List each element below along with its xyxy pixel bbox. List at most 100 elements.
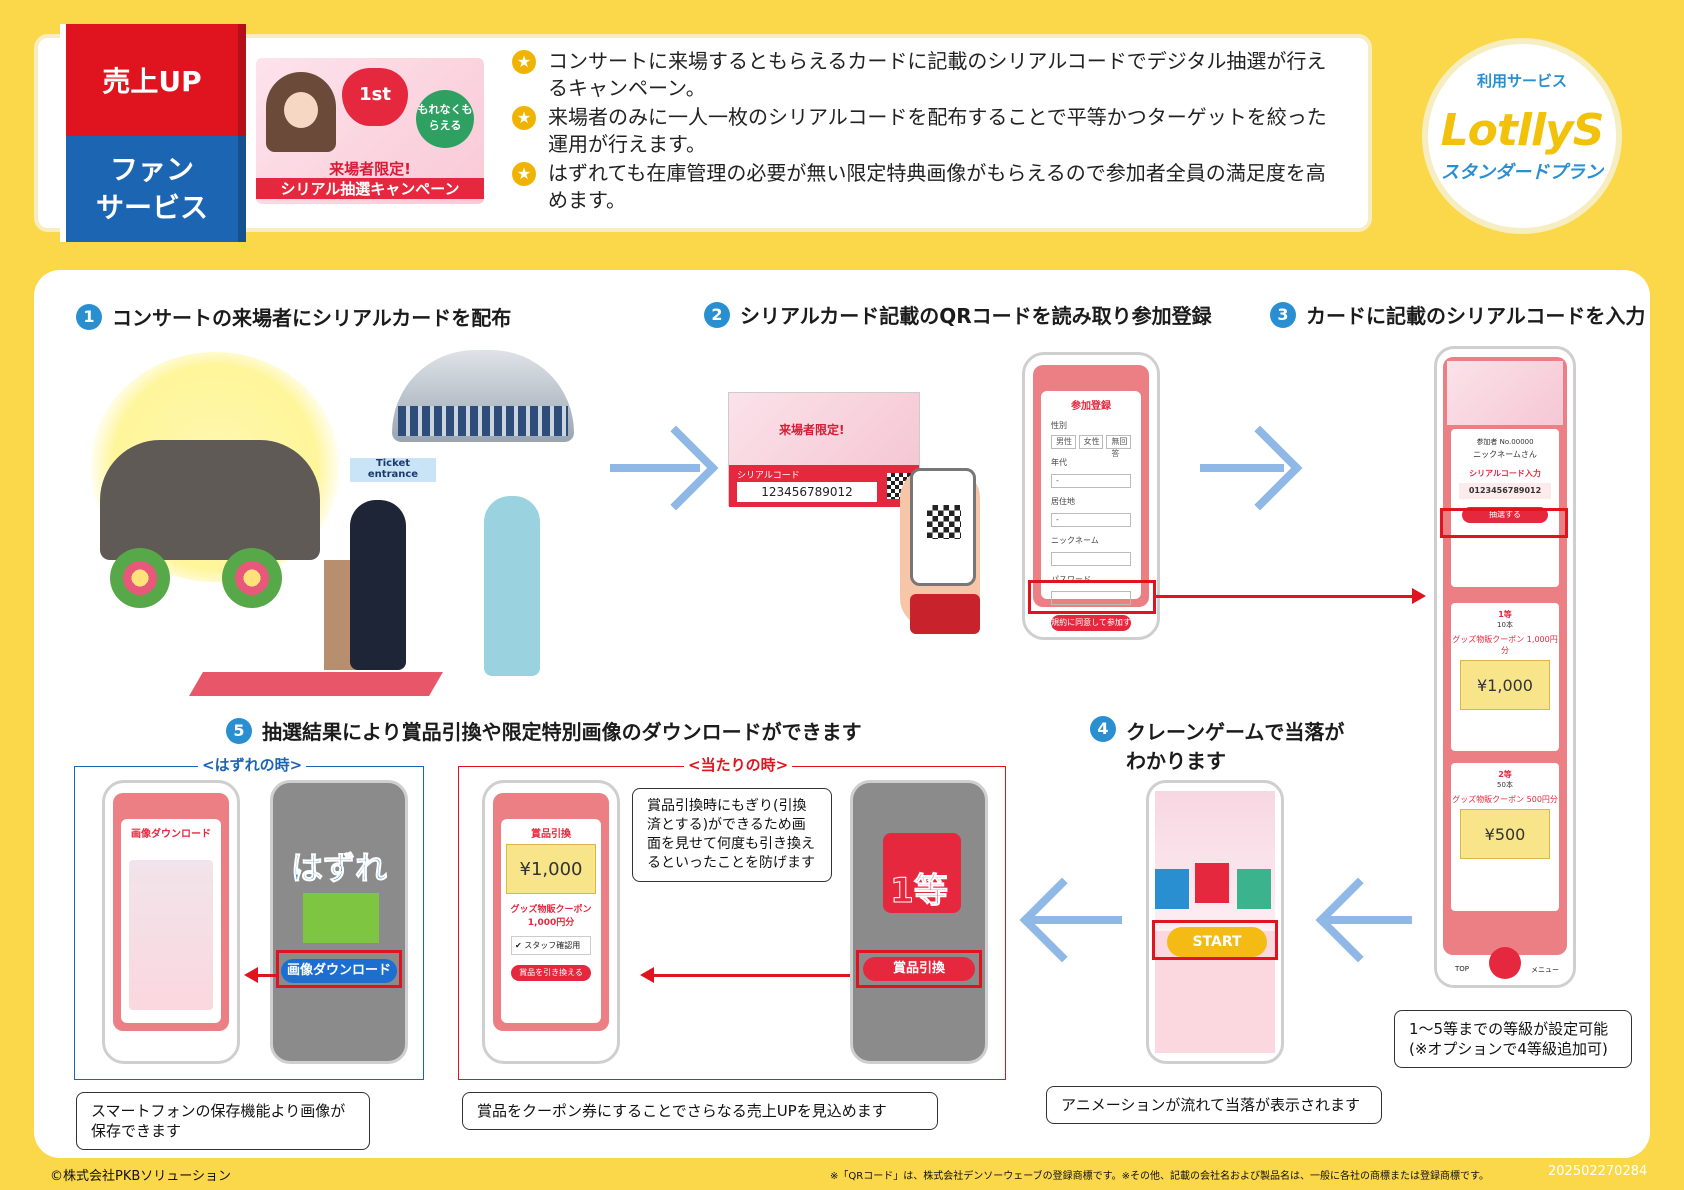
phone-screen: 参加登録 性別 男性 女性 無回答 年代 - 居住地 - ニックネーム パスワー…: [1033, 365, 1149, 637]
win-result-phone: 1等 賞品引換: [850, 780, 988, 1064]
prize-1-name: グッズ物販クーポン 1,000円分: [1452, 635, 1558, 655]
banner-line-1: 来場者限定!: [329, 160, 411, 178]
serial-label: シリアルコード: [737, 471, 800, 481]
brand-name: LotllyS: [1440, 105, 1605, 156]
download-title: 画像ダウンロード: [131, 829, 211, 840]
sales-up-tag: 売上UP: [60, 24, 238, 136]
step-title-line-2: わかります: [1126, 749, 1226, 773]
prize-2-name: グッズ物販クーポン 500円分: [1452, 795, 1558, 804]
document-id: 202502270284: [1548, 1164, 1648, 1179]
lose-frame-title: <はずれの時>: [198, 754, 307, 775]
gender-options: 男性 女性 無回答: [1051, 435, 1132, 458]
feature-item: ★コンサートに来場するともらえるカードに記載のシリアルコードでデジタル抽選が行え…: [512, 48, 1342, 102]
nickname-label: ニックネーム: [1051, 536, 1099, 545]
lotllys-logo: 利用サービス LotllyS スタンダードプラン: [1422, 38, 1622, 234]
star-icon: ★: [512, 106, 536, 130]
step-title-line-1: クレーンゲームで当落が: [1126, 720, 1345, 744]
plan-name: スタンダードプラン: [1441, 162, 1603, 183]
gender-option[interactable]: 男性: [1051, 435, 1076, 449]
arrow-line: [1200, 464, 1284, 472]
crane-background: [1155, 791, 1275, 931]
prize-box-icon: [1155, 869, 1189, 909]
trademark-note: ※「QRコード」は、株式会社デンソーウェーブの登録商標です。※その他、記載の会社…: [830, 1171, 1489, 1182]
prize-2-coupon: ¥500: [1459, 809, 1551, 859]
category-tag: 売上UP ファンサービス: [60, 24, 238, 242]
exchange-area: 賞品引換 ¥1,000 グッズ物販クーポン 1,000円分 ✔ スタッフ確認用 …: [501, 819, 601, 1023]
exchange-title: 賞品引換: [531, 829, 571, 840]
save-callout: スマートフォンの保存機能より画像が保存できます: [76, 1092, 370, 1150]
serial-card: 来場者限定! シリアルコード 123456789012: [728, 392, 920, 507]
flower-stand-icon: [110, 548, 170, 608]
start-button[interactable]: START: [1167, 927, 1267, 957]
residence-select[interactable]: -: [1051, 513, 1131, 527]
fan-service-tag: ファンサービス: [60, 136, 238, 242]
nickname-input[interactable]: [1051, 552, 1131, 566]
red-arrow-left-icon: [244, 967, 258, 983]
gift-icon[interactable]: [1489, 947, 1521, 979]
red-arrow-right-icon: [1412, 588, 1426, 604]
fan-service-line-2: サービス: [95, 191, 208, 224]
exchange-button[interactable]: 賞品を引き換える: [511, 965, 591, 981]
sign-line-1: Ticket: [375, 458, 411, 469]
prize-1-count: 10本: [1497, 621, 1513, 629]
prize-exchange-button[interactable]: 賞品引換: [863, 957, 975, 981]
image-download-button[interactable]: 画像ダウンロード: [281, 959, 397, 983]
staff-check[interactable]: ✔ スタッフ確認用: [511, 936, 591, 955]
red-connector: [258, 974, 276, 977]
step-number: 2: [704, 301, 730, 328]
prize-1-title: 1等: [1498, 610, 1512, 619]
step-title: カードに記載のシリアルコードを入力: [1306, 304, 1646, 328]
residence-label: 居住地: [1051, 497, 1075, 506]
first-prize-text: 1等: [890, 871, 949, 912]
form-area: 参加登録 性別 男性 女性 無回答 年代 - 居住地 - ニックネーム パスワー…: [1041, 391, 1141, 637]
member-number: 参加者 No.00000: [1476, 438, 1534, 446]
draw-button[interactable]: 抽選する: [1461, 507, 1549, 523]
phone-screen: 賞品引換 ¥1,000 グッズ物販クーポン 1,000円分 ✔ スタッフ確認用 …: [493, 793, 609, 1031]
audience-silhouette: [100, 440, 320, 560]
red-carpet: [189, 672, 443, 696]
feature-text: 来場者のみに一人一枚のシリアルコードを配布することで平等かつターゲットを絞った運…: [548, 105, 1327, 156]
gender-option[interactable]: 女性: [1078, 435, 1104, 449]
step-title: クレーンゲームで当落がわかります: [1126, 716, 1344, 774]
prize-box-icon: [1195, 863, 1229, 903]
heart-badge: 1st: [342, 68, 408, 126]
lose-result-phone: はずれ 画像ダウンロード: [270, 780, 408, 1064]
agree-submit-button[interactable]: 規約に同意して参加する: [1051, 615, 1131, 637]
special-image: [129, 860, 213, 1010]
exchange-callout: 賞品引換時にもぎり(引換済とする)ができるため画面を見せて何度も引き換えるといっ…: [632, 788, 832, 882]
gender-option[interactable]: 無回答: [1106, 435, 1132, 458]
prize-2-count: 50本: [1497, 781, 1513, 789]
feature-text: コンサートに来場するともらえるカードに記載のシリアルコードでデジタル抽選が行える…: [548, 49, 1327, 100]
nav-top[interactable]: TOP: [1455, 965, 1470, 973]
serial-input-label: シリアルコード入力: [1469, 469, 1541, 478]
step-number: 4: [1090, 716, 1116, 742]
serial-input-field[interactable]: 0123456789012: [1459, 483, 1551, 499]
registration-phone: 参加登録 性別 男性 女性 無回答 年代 - 居住地 - ニックネーム パスワー…: [1022, 352, 1160, 640]
prize-box-icon: [1237, 869, 1271, 909]
red-connector: [1156, 595, 1414, 598]
grades-callout: 1〜5等までの等級が設定可能(※オプションで4等級追加可): [1394, 1010, 1632, 1068]
download-area: 画像ダウンロード: [121, 819, 221, 1023]
age-select[interactable]: -: [1051, 474, 1131, 488]
highlight-box: [276, 950, 402, 988]
highlight-box: [1152, 920, 1278, 960]
animation-callout: アニメーションが流れて当落が表示されます: [1046, 1086, 1382, 1124]
step-4-heading: 4 クレーンゲームで当落がわかります: [1090, 716, 1344, 774]
prize-1-card: 1等 10本 グッズ物販クーポン 1,000円分 ¥1,000: [1451, 603, 1559, 751]
sign-line-2: entrance: [367, 469, 419, 480]
serial-input-phone: 参加者 No.00000 ニックネームさん シリアルコード入力 01234567…: [1434, 346, 1576, 988]
feature-text: はずれても在庫管理の必要が無い限定特典画像がもらえるので参加者全員の満足度を高め…: [548, 161, 1326, 212]
nav-menu[interactable]: メニュー: [1531, 966, 1559, 974]
idol-photo: [266, 72, 336, 152]
password-label: パスワード: [1051, 575, 1091, 584]
coupon-name: グッズ物販クーポン 1,000円分: [510, 905, 592, 928]
age-label: 年代: [1051, 458, 1067, 467]
feature-list: ★ コンサートに来場するともらえるカードに記載のシリアルコードでデジタル抽選が行え…: [512, 48, 1342, 216]
star-icon: ★: [512, 162, 536, 186]
arrow-line: [610, 464, 700, 472]
password-input[interactable]: [1051, 591, 1131, 605]
